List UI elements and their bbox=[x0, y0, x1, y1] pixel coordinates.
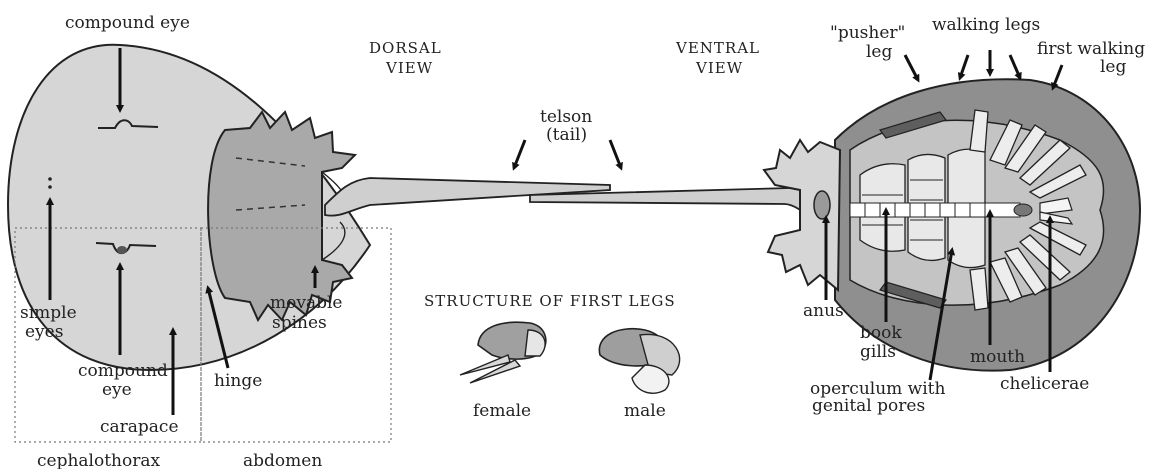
label-telson-2: (tail) bbox=[546, 125, 587, 145]
label-book-gills-1: book bbox=[860, 323, 902, 343]
label-carapace: carapace bbox=[100, 417, 179, 437]
label-female: female bbox=[473, 401, 531, 421]
mouth-spot bbox=[1014, 204, 1032, 216]
label-first-walking-leg-1: first walking bbox=[1037, 39, 1145, 59]
anus-knob bbox=[814, 191, 830, 219]
label-book-gills-2: gills bbox=[860, 342, 896, 362]
ventral-abdomen bbox=[764, 140, 840, 290]
label-simple-eyes-1: simple bbox=[20, 303, 77, 323]
label-dorsal-view-2: VIEW bbox=[385, 59, 433, 77]
label-compound-eye-1: compound bbox=[78, 361, 168, 381]
label-movable-spines-1: movable bbox=[270, 293, 342, 313]
label-abdomen: abdomen bbox=[243, 451, 322, 469]
label-pusher-leg-1: "pusher" bbox=[830, 23, 905, 43]
male-leg bbox=[599, 329, 679, 393]
chelicerae-shapes bbox=[1040, 198, 1072, 224]
label-compound-eye-top: compound eye bbox=[65, 13, 190, 33]
label-first-walking-leg-2: leg bbox=[1100, 57, 1126, 77]
label-pusher-leg-2: leg bbox=[866, 42, 892, 62]
label-operculum-2: genital pores bbox=[812, 396, 925, 416]
label-anus: anus bbox=[803, 301, 844, 321]
label-simple-eyes-2: eyes bbox=[25, 322, 63, 342]
label-walking-legs: walking legs bbox=[932, 15, 1040, 35]
label-ventral-view-2: VIEW bbox=[695, 59, 743, 77]
dorsal-compound-eye-dot bbox=[117, 246, 127, 254]
female-leg bbox=[460, 322, 546, 383]
label-ventral-view-1: VENTRAL bbox=[675, 39, 760, 57]
label-structure-title: STRUCTURE OF FIRST LEGS bbox=[424, 292, 676, 310]
label-cephalothorax: cephalothorax bbox=[37, 451, 160, 469]
label-hinge: hinge bbox=[214, 371, 262, 391]
label-chelicerae: chelicerae bbox=[1000, 374, 1089, 394]
first-legs bbox=[460, 322, 680, 393]
label-dorsal-view-1: DORSAL bbox=[369, 39, 442, 57]
label-telson-1: telson bbox=[540, 107, 592, 127]
label-mouth: mouth bbox=[970, 347, 1025, 367]
label-male: male bbox=[624, 401, 666, 421]
central-column bbox=[850, 203, 1020, 217]
label-movable-spines-2: spines bbox=[272, 313, 327, 333]
dorsal-view bbox=[8, 45, 610, 442]
label-compound-eye-2: eye bbox=[102, 380, 132, 400]
